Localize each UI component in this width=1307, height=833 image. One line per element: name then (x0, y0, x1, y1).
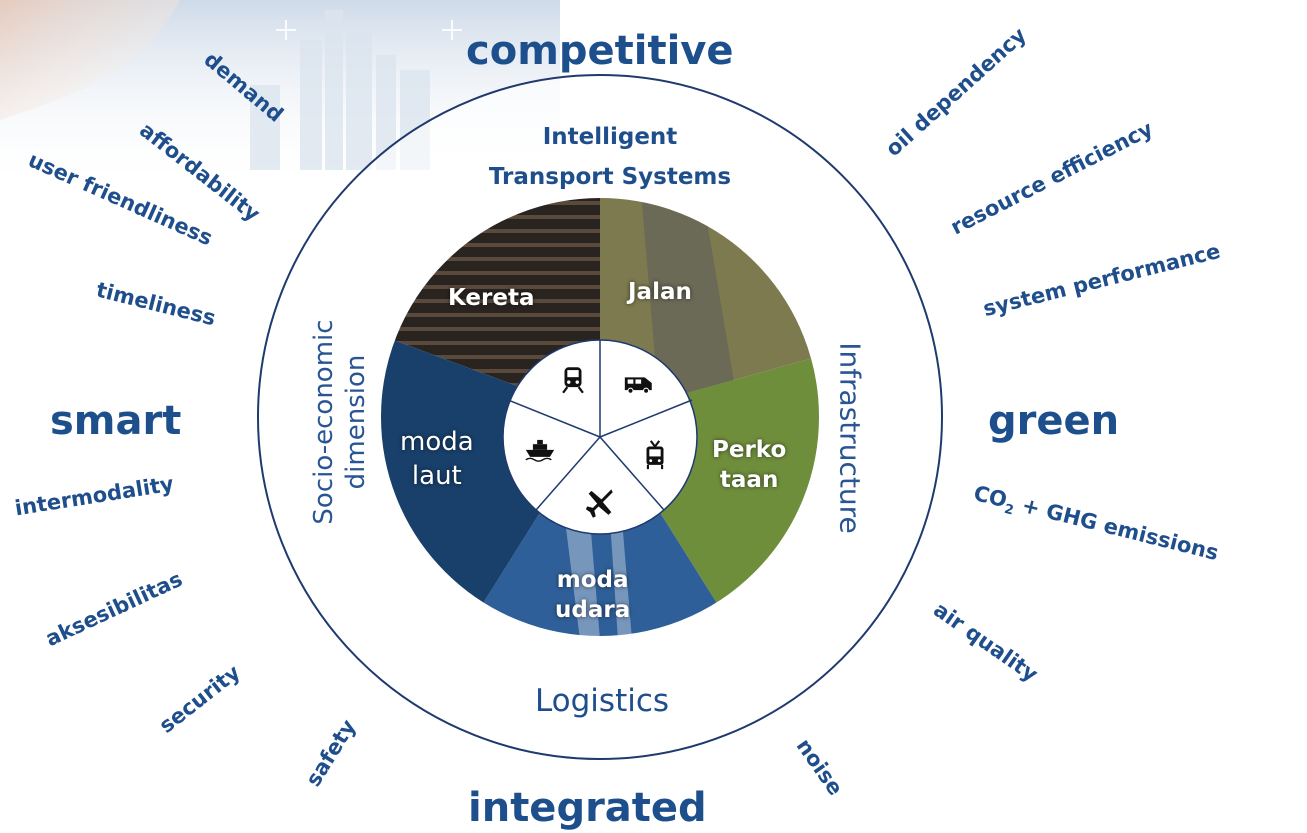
ring-label-its-line2: Transport Systems (488, 164, 732, 190)
ship-icon (525, 439, 555, 462)
pillar-green: green (988, 398, 1120, 444)
ring-label-socio-line1: Socio-economic (309, 319, 339, 525)
pie-border (379, 196, 821, 638)
segment-label-udara: moda udara (555, 565, 630, 625)
ring-label-infrastructure: Infrastructure (833, 342, 867, 534)
segment-label-perkotaan-line1: Perko (712, 437, 787, 463)
ring-label-logistics: Logistics (534, 683, 670, 719)
tram-icon (646, 440, 664, 470)
pillar-integrated: integrated (468, 785, 707, 831)
ring-label-its: Intelligent Transport Systems (450, 117, 770, 197)
ring-label-its-line1: Intelligent (542, 124, 678, 150)
segment-label-laut-line1: moda (400, 427, 474, 457)
ring-label-socio-economic: Socio-economic dimension (308, 282, 372, 562)
segment-label-laut-line2: laut (411, 461, 462, 491)
segment-label-laut: moda laut (400, 425, 474, 493)
segment-label-kereta: Kereta (448, 285, 535, 311)
segment-label-udara-line1: moda (556, 567, 629, 593)
train-icon (562, 367, 584, 394)
pillar-competitive: competitive (466, 28, 734, 74)
segment-label-jalan: Jalan (628, 279, 692, 305)
airplane-icon (585, 489, 613, 518)
ring-label-socio-line2: dimension (341, 354, 371, 490)
segment-label-perkotaan-line2: taan (719, 467, 779, 493)
segment-label-udara-line2: udara (555, 597, 631, 623)
segment-label-perkotaan: Perko taan (712, 435, 786, 495)
van-icon (624, 377, 652, 394)
pillar-smart: smart (50, 398, 182, 444)
